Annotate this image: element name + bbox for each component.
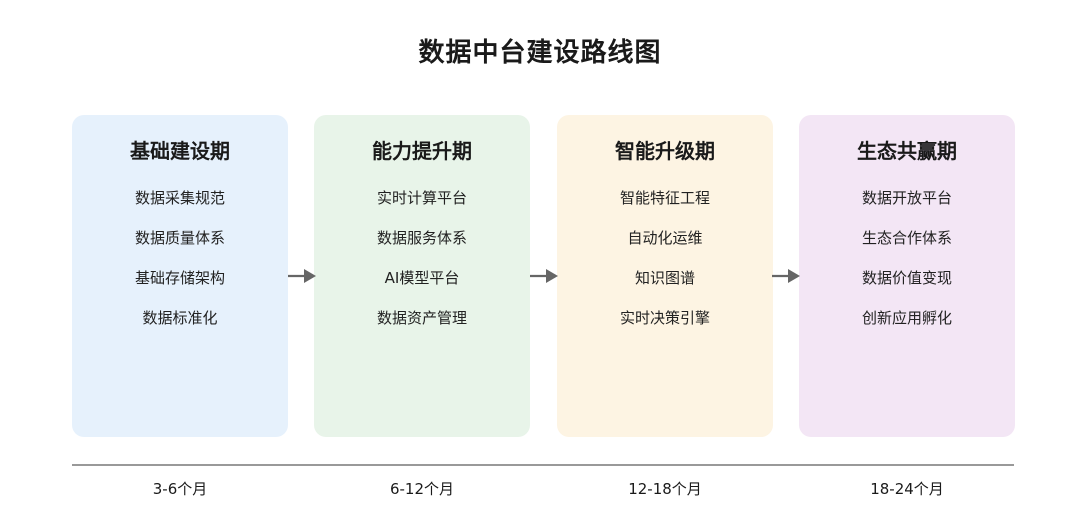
phase-item: 智能特征工程: [619, 189, 710, 207]
phase-item: 实时计算平台: [376, 189, 467, 207]
phase-card-intelligence: 智能升级期 智能特征工程 自动化运维 知识图谱 实时决策引擎: [557, 115, 773, 437]
phase-item-list: 实时计算平台 数据服务体系 AI模型平台 数据资产管理: [314, 178, 530, 338]
phase-item: 数据质量体系: [134, 229, 225, 247]
period-label: 18-24个月: [870, 480, 944, 498]
phase-item: 数据服务体系: [376, 229, 467, 247]
phase-item: 数据采集规范: [134, 189, 225, 207]
period-label: 12-18个月: [628, 480, 702, 498]
phase-item-list: 数据采集规范 数据质量体系 基础存储架构 数据标准化: [72, 178, 288, 338]
phase-card-capability: 能力提升期 实时计算平台 数据服务体系 AI模型平台 数据资产管理: [314, 115, 530, 437]
phase-item: 数据开放平台: [861, 189, 952, 207]
page-title: 数据中台建设路线图: [418, 38, 662, 68]
timeline-line: [72, 464, 1014, 466]
phase-item: 实时决策引擎: [619, 309, 710, 327]
arrow-right-icon: [530, 269, 558, 283]
phase-item: 数据资产管理: [376, 309, 467, 327]
phase-item: 数据价值变现: [861, 269, 952, 287]
phase-item-list: 数据开放平台 生态合作体系 数据价值变现 创新应用孵化: [799, 178, 1015, 338]
phase-title: 能力提升期: [372, 139, 472, 163]
phase-item: AI模型平台: [384, 269, 460, 287]
phase-card-ecosystem: 生态共赢期 数据开放平台 生态合作体系 数据价值变现 创新应用孵化: [799, 115, 1015, 437]
phase-item: 生态合作体系: [861, 229, 952, 247]
period-label: 3-6个月: [152, 480, 208, 498]
phase-card-foundation: 基础建设期 数据采集规范 数据质量体系 基础存储架构 数据标准化: [72, 115, 288, 437]
period-label: 6-12个月: [389, 480, 455, 498]
phase-title: 基础建设期: [130, 139, 230, 163]
phase-item: 基础存储架构: [134, 269, 225, 287]
phase-item: 创新应用孵化: [861, 309, 952, 327]
phase-item: 自动化运维: [627, 229, 703, 247]
phase-item: 知识图谱: [634, 269, 695, 287]
arrow-right-icon: [288, 269, 316, 283]
phase-item: 数据标准化: [142, 309, 218, 327]
phase-title: 智能升级期: [615, 139, 715, 163]
phase-item-list: 智能特征工程 自动化运维 知识图谱 实时决策引擎: [557, 178, 773, 338]
arrow-right-icon: [772, 269, 800, 283]
phase-title: 生态共赢期: [857, 139, 957, 163]
